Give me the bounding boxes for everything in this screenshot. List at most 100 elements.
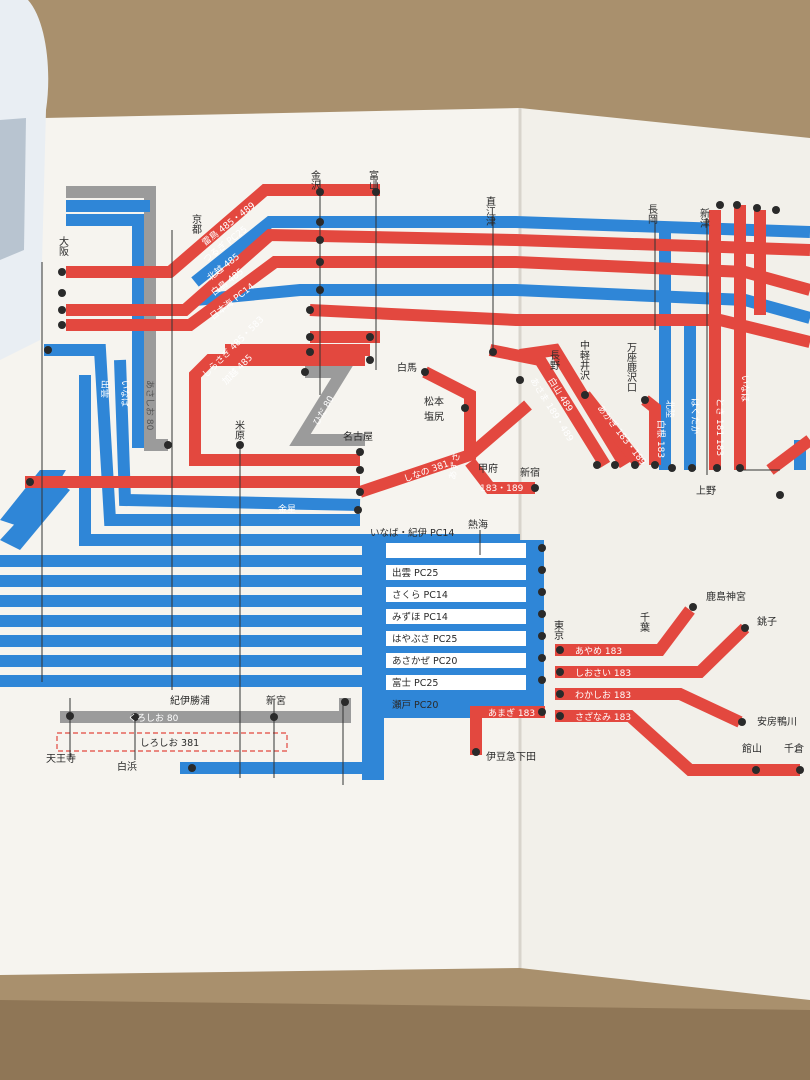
- dot: [316, 236, 324, 244]
- dot-seto-end: [188, 764, 196, 772]
- label-shingu: 新宮: [266, 694, 286, 707]
- train-izumo-pc: 出雲 PC25: [392, 567, 438, 579]
- label-tokyo: 東京: [552, 619, 564, 641]
- label-nagano: 長野: [548, 350, 560, 370]
- label-niitsu: 新津: [698, 207, 710, 229]
- train-asakaze: あさかぜ PC20: [392, 656, 457, 667]
- label-atami: 熱海: [468, 518, 488, 531]
- dot: [306, 348, 314, 356]
- dot-tennoji: [66, 712, 74, 720]
- dot: [776, 491, 784, 499]
- dot-kanazawa: [316, 188, 324, 196]
- hakusan-line: [519, 343, 631, 469]
- shinano-line: [358, 366, 476, 498]
- night-row-3: [0, 595, 362, 607]
- dot: [301, 368, 309, 376]
- dot: [356, 466, 364, 474]
- dot: [772, 206, 780, 214]
- dot-shirahama: [131, 713, 139, 721]
- dot: [354, 506, 362, 514]
- dot-osaka: [58, 268, 66, 276]
- izumo-line: [44, 344, 360, 526]
- dot: [688, 464, 696, 472]
- label-naoetsu: 直江津: [484, 195, 496, 227]
- night-row-2: [0, 575, 362, 587]
- dot-kashima: [689, 603, 697, 611]
- train-izumo: 出雲: [99, 380, 111, 398]
- dot: [316, 218, 324, 226]
- shirane-line: [641, 395, 661, 465]
- night-row-1: [0, 555, 362, 567]
- dot-matsumoto: [461, 404, 469, 412]
- label-izukyu: 伊豆急下田: [486, 750, 536, 763]
- train-sunrise: いなば・紀伊 PC14: [370, 527, 454, 539]
- label-awakamogawa: 安房鴨川: [757, 715, 797, 728]
- label-kofu: 甲府: [478, 462, 498, 475]
- sazanami-line: [555, 710, 800, 776]
- station-dots: [26, 188, 804, 774]
- night-row-7: [0, 675, 362, 687]
- wakashio-line: [555, 688, 743, 728]
- dot: [316, 258, 324, 266]
- blue-top-2: [66, 214, 144, 448]
- dot: [668, 464, 676, 472]
- label-hakuba: 白馬: [397, 361, 417, 374]
- dot: [538, 676, 546, 684]
- train-sazanami: さざなみ 183: [575, 711, 631, 723]
- label-choshi: 銚子: [757, 615, 777, 628]
- dot-izukyu: [472, 748, 480, 756]
- train-kuroshio: くろしお 80: [128, 713, 179, 724]
- blue-lines: [44, 200, 810, 546]
- label-ueno: 上野: [696, 485, 716, 497]
- dot: [538, 544, 546, 552]
- dot-karuizawa: [581, 391, 589, 399]
- dot: [316, 286, 324, 294]
- train-fuji: 富士 PC25: [392, 677, 438, 689]
- seto-tail: [180, 762, 370, 774]
- label-karuizawa: 中軽井沢: [578, 339, 590, 381]
- label-box-2: [386, 565, 526, 580]
- dot: [538, 566, 546, 574]
- label-kiikatsuura: 紀伊勝浦: [170, 694, 210, 707]
- azusa-link: [466, 400, 532, 460]
- night-labels: [386, 543, 526, 690]
- dot: [538, 610, 546, 618]
- dot: [556, 690, 564, 698]
- dot-nagoya: [356, 448, 364, 456]
- train-ayame: あやめ 183: [575, 646, 622, 657]
- hida-line: [289, 366, 365, 446]
- shirasagi-line: [189, 354, 365, 466]
- desk-shadow: [0, 1000, 810, 1080]
- label-box-5: [386, 631, 526, 646]
- dot: [164, 441, 172, 449]
- dot-choshi: [741, 624, 749, 632]
- red-lines: [25, 184, 810, 776]
- ayame-line: [555, 606, 695, 656]
- train-azusa-cars: 183・189: [480, 484, 524, 494]
- train-wakashio: わかしお 183: [575, 690, 631, 701]
- dot-chikura: [796, 766, 804, 774]
- train-mizuho: みずほ PC14: [392, 612, 448, 623]
- dot-nagano: [516, 376, 524, 384]
- label-osaka: 大阪: [57, 235, 69, 257]
- dot: [611, 461, 619, 469]
- dot: [356, 488, 364, 496]
- dot: [58, 289, 66, 297]
- dot: [556, 712, 564, 720]
- dot-maibara: [236, 441, 244, 449]
- dot: [733, 201, 741, 209]
- night-trunk-left: [362, 540, 384, 780]
- dot: [538, 654, 546, 662]
- kusatsu-line: [580, 391, 645, 469]
- dot: [58, 306, 66, 314]
- dot: [716, 201, 724, 209]
- label-box-4: [386, 609, 526, 624]
- dot: [556, 668, 564, 676]
- shiosai-line: [555, 623, 750, 678]
- hokuetsu-line: [66, 228, 810, 316]
- label-chikura: 千倉: [784, 742, 804, 755]
- label-shinjuku: 新宿: [520, 466, 540, 479]
- dot-hakuba: [421, 368, 429, 376]
